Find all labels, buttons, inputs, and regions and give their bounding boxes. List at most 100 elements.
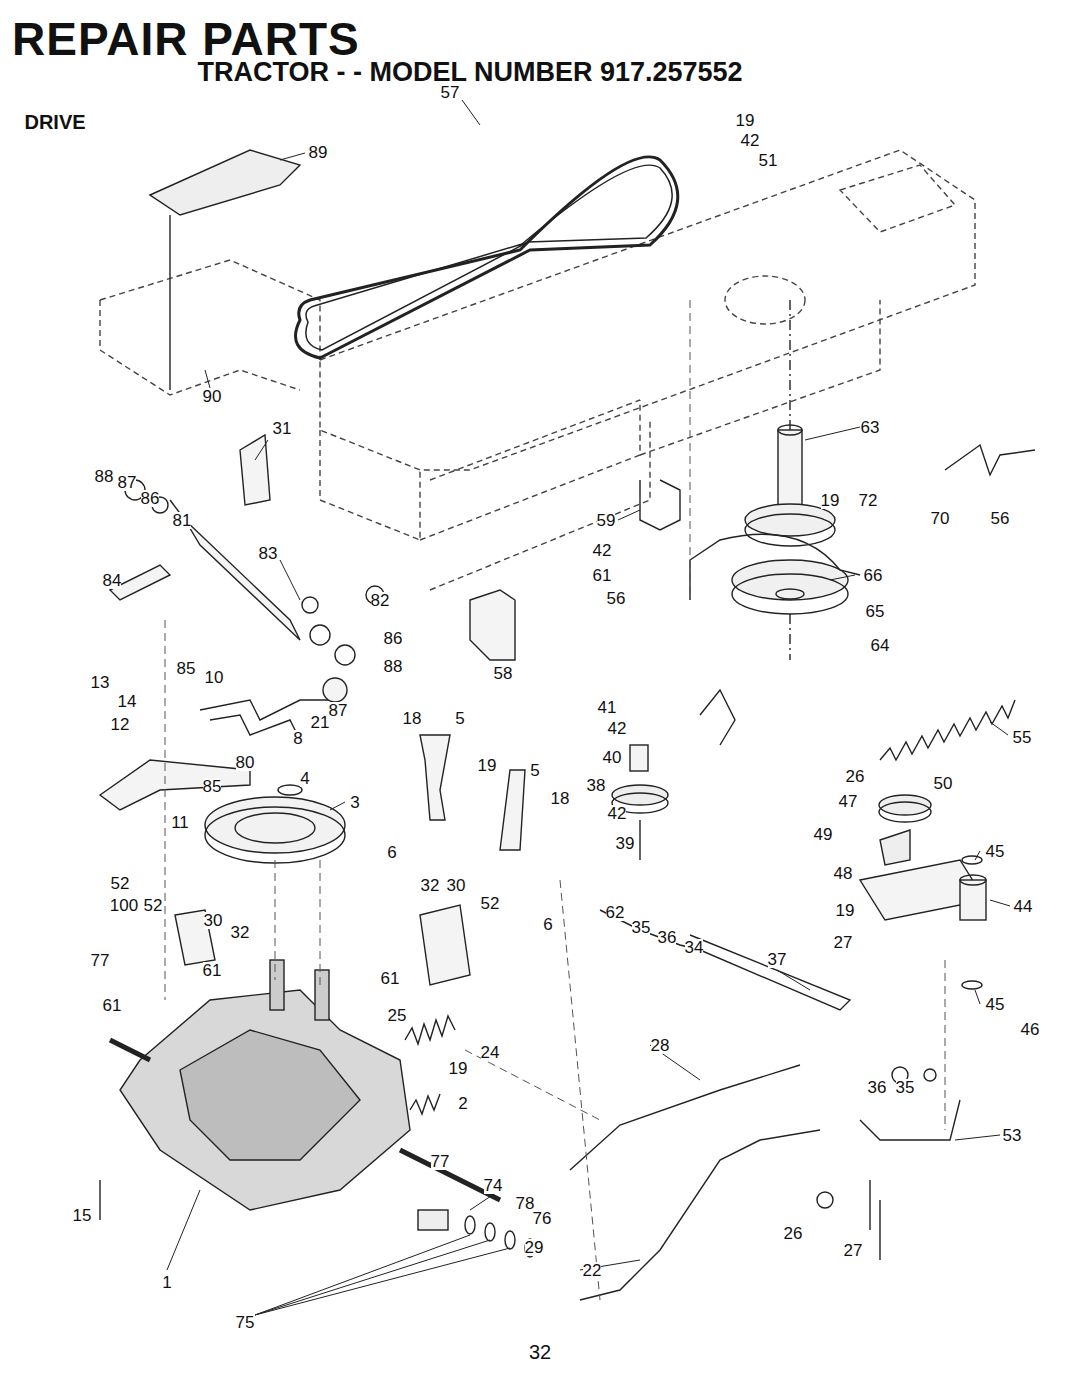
callout-number: 5 [530,762,539,779]
callout-number: 53 [1003,1127,1022,1144]
callout-number: 26 [846,768,865,785]
callout-number: 39 [616,835,635,852]
callout-number: 62 [606,904,625,921]
callout-number: 19 [736,112,755,129]
callout-number: 6 [387,844,396,861]
callout-number: 41 [598,699,617,716]
callout-number: 35 [896,1079,915,1096]
callout-number: 42 [608,720,627,737]
heading-text: TRACTOR - - MODEL NUMBER 917.257552 [197,59,742,86]
callout-number: 57 [441,84,460,101]
callout-number: 19 [821,492,840,509]
callout-number: 6 [543,916,552,933]
callout-number: 88 [384,658,403,675]
callout-number: 63 [861,419,880,436]
callout-number: 27 [844,1242,863,1259]
callout-number: 56 [991,510,1010,527]
callout-number: 46 [1021,1021,1040,1038]
callout-number: 64 [871,637,890,654]
callout-number: 80 [236,754,255,771]
callout-number: 8 [293,730,302,747]
callout-number: 47 [839,793,858,810]
callout-number: 34 [685,939,704,956]
callout-number: 90 [203,388,222,405]
callout-number: 21 [311,714,330,731]
callout-number: 82 [371,592,390,609]
callout-number: 59 [597,512,616,529]
callout-number: 87 [329,702,348,719]
callout-number: 87 [118,474,137,491]
callout-number: 32 [231,924,250,941]
callout-number: 74 [484,1177,503,1194]
callout-number: 42 [741,132,760,149]
callout-number: 81 [173,512,192,529]
callout-number: 30 [447,877,466,894]
callout-number: 13 [91,674,110,691]
callout-number: 42 [593,542,612,559]
callout-number: 72 [859,492,878,509]
callout-number: 61 [593,567,612,584]
callout-number: 2 [458,1095,467,1112]
callout-number: 44 [1014,898,1033,915]
callout-number: 56 [607,590,626,607]
callout-number: 45 [986,843,1005,860]
callout-number: 28 [651,1037,670,1054]
callout-number: 14 [118,693,137,710]
callout-number: 26 [784,1225,803,1242]
callout-number: 48 [834,865,853,882]
callout-number: 5 [455,710,464,727]
callout-number: 18 [403,710,422,727]
callout-number: 19 [836,902,855,919]
callout-number: 77 [431,1153,450,1170]
callout-number: 37 [768,951,787,968]
callout-number: 50 [934,775,953,792]
callout-number: 31 [273,420,292,437]
callout-number: 40 [603,749,622,766]
callout-number: 52 [144,897,163,914]
callout-number: 15 [73,1207,92,1224]
callout-number: 49 [814,826,833,843]
callout-number: 1 [162,1274,171,1291]
callout-number: 77 [91,952,110,969]
callout-number: 29 [525,1239,544,1256]
callout-number: 12 [111,716,130,733]
callout-number: 75 [236,1314,255,1331]
callout-number: 52 [111,875,130,892]
callout-number: 86 [141,490,160,507]
callout-number: 55 [1013,729,1032,746]
callout-number: 11 [171,814,189,831]
callout-number: 22 [583,1262,602,1279]
callout-number: 52 [481,895,500,912]
callout-number: 24 [481,1044,500,1061]
callout-number: 85 [177,660,196,677]
callout-number: 88 [95,468,114,485]
callout-number: 70 [931,510,950,527]
callout-number: 65 [866,603,885,620]
callout-number: 36 [658,929,677,946]
callout-number: 42 [608,805,627,822]
callout-number: 89 [309,144,328,161]
callout-number: 25 [388,1007,407,1024]
callout-number: 61 [103,997,122,1014]
callout-number: 10 [205,669,224,686]
callout-number: 27 [834,934,853,951]
callout-number: 36 [868,1079,887,1096]
callout-number: 18 [551,790,570,807]
callout-number: 45 [986,996,1005,1013]
callout-number: 66 [864,567,883,584]
callout-number: 86 [384,630,403,647]
callout-number: 35 [632,919,651,936]
callout-number: 19 [449,1060,468,1077]
callout-number: 83 [259,545,278,562]
callout-number: 61 [381,970,400,987]
callout-number: 51 [759,152,778,169]
callout-number: 38 [587,777,606,794]
callout-number: 76 [533,1210,552,1227]
callout-number: 61 [203,962,222,979]
callout-number: 85 [203,778,222,795]
heading-text: DRIVE [24,112,85,132]
callout-number: 19 [478,757,497,774]
callout-number: 58 [494,665,513,682]
callout-number: 32 [421,877,440,894]
